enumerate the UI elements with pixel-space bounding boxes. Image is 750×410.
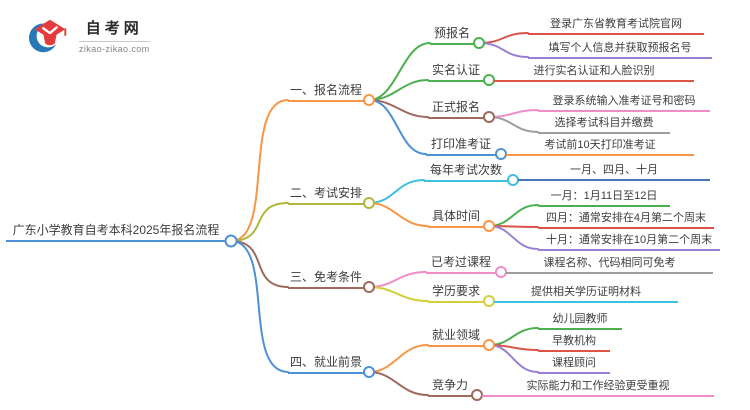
dot-print-ticket [495, 148, 507, 160]
node-exams-per-year: 每年考试次数 [424, 163, 508, 182]
curve-branch-exam-schedule [230, 202, 289, 242]
leaf-kindergarten-teacher: 幼儿园教师 [538, 312, 622, 330]
curve-january-time [488, 204, 539, 227]
dot-exam-schedule [363, 197, 375, 209]
node-exam-schedule: 二、考试安排 [288, 186, 364, 205]
logo-title: 自考网 [85, 19, 143, 37]
node-career-prospects: 四、就业前景 [288, 355, 364, 374]
logo-domain: zikao-zikao.com [79, 40, 150, 54]
leaf-course-consultant: 课程顾问 [538, 356, 610, 374]
node-registration-process: 一、报名流程 [288, 83, 364, 102]
leaf-login-enter-ticket-password: 登录系统输入准考证号和密码 [538, 94, 710, 112]
leaf-october-time: 十月：通常安排在10月第二个周末 [538, 233, 720, 251]
node-real-name-auth: 实名认证 [428, 63, 484, 82]
leaf-april-time: 四月：通常安排在4月第二个周末 [538, 211, 714, 229]
curve-branch-career [230, 240, 289, 373]
curve-branch-registration [230, 99, 289, 242]
dot-real-name-auth [483, 74, 495, 86]
node-print-admission-ticket: 打印准考证 [426, 137, 496, 156]
dot-formal-registration [483, 111, 495, 123]
site-logo: 自考网 zikao-zikao.com [28, 13, 150, 57]
root-node: 广东小学教育自考本科2025年报名流程 [6, 223, 226, 242]
dot-pre-registration [473, 37, 485, 49]
dot-exams-per-year [507, 174, 519, 186]
node-education-requirement: 学历要求 [428, 284, 484, 303]
curve-print-ticket [368, 99, 427, 155]
dot-competitiveness [471, 389, 483, 401]
node-specific-time: 具体时间 [428, 209, 484, 228]
dot-registration [363, 94, 375, 106]
leaf-choose-subjects-pay: 选择考试科目并缴费 [538, 116, 670, 134]
node-formal-registration: 正式报名 [428, 100, 484, 119]
leaf-fill-info-get-number: 填写个人信息并获取预报名号 [528, 41, 712, 59]
leaf-practical-ability-valued: 实际能力和工作经验更受重视 [482, 379, 714, 397]
curve-login-enter-password [488, 109, 539, 118]
leaf-early-education-org: 早教机构 [538, 334, 610, 352]
dot-education-requirement [483, 295, 495, 307]
dot-root [224, 234, 238, 248]
curve-fill-info [478, 42, 529, 58]
dot-specific-time [483, 220, 495, 232]
dot-career [363, 366, 375, 378]
leaf-print-10-days-before: 考试前10天打印准考证 [506, 138, 694, 156]
node-competitiveness: 竞争力 [428, 378, 472, 397]
curve-exams-per-year [368, 179, 425, 204]
dot-passed-courses [495, 266, 507, 278]
curve-passed-courses [368, 271, 427, 288]
node-employment-fields: 就业领域 [428, 328, 484, 347]
logo-text: 自考网 zikao-zikao.com [79, 17, 150, 54]
leaf-january-time: 一月：1月11日至12日 [538, 189, 670, 207]
dot-employment-fields [483, 339, 495, 351]
curve-pre-registration [368, 42, 431, 101]
curve-choose-subjects [488, 116, 539, 133]
curve-october-time [488, 225, 539, 250]
curve-employment-fields [368, 344, 429, 373]
leaf-jan-apr-oct: 一月、四月、十月 [518, 163, 710, 181]
dot-exemption [363, 281, 375, 293]
curve-specific-time [368, 202, 429, 227]
curve-login-gdeea [478, 32, 529, 44]
curve-branch-exemption [230, 240, 289, 288]
node-pre-registration: 预报名 [430, 26, 474, 45]
leaf-same-name-code-exempt: 课程名称、代码相同可免考 [506, 256, 713, 274]
leaf-provide-education-proof: 提供相关学历证明材料 [494, 285, 678, 303]
curve-kindergarten-teacher [488, 327, 539, 346]
leaf-auth-face-recognition: 进行实名认证和人脸识别 [494, 64, 694, 82]
node-passed-courses: 已考过课程 [426, 255, 496, 274]
leaf-login-gdeea-site: 登录广东省教育考试院官网 [528, 17, 704, 35]
curve-education-requirement [368, 286, 429, 302]
graduation-cap-icon [28, 19, 67, 53]
curve-competitiveness [368, 371, 429, 396]
node-exemption-conditions: 三、免考条件 [288, 270, 364, 289]
